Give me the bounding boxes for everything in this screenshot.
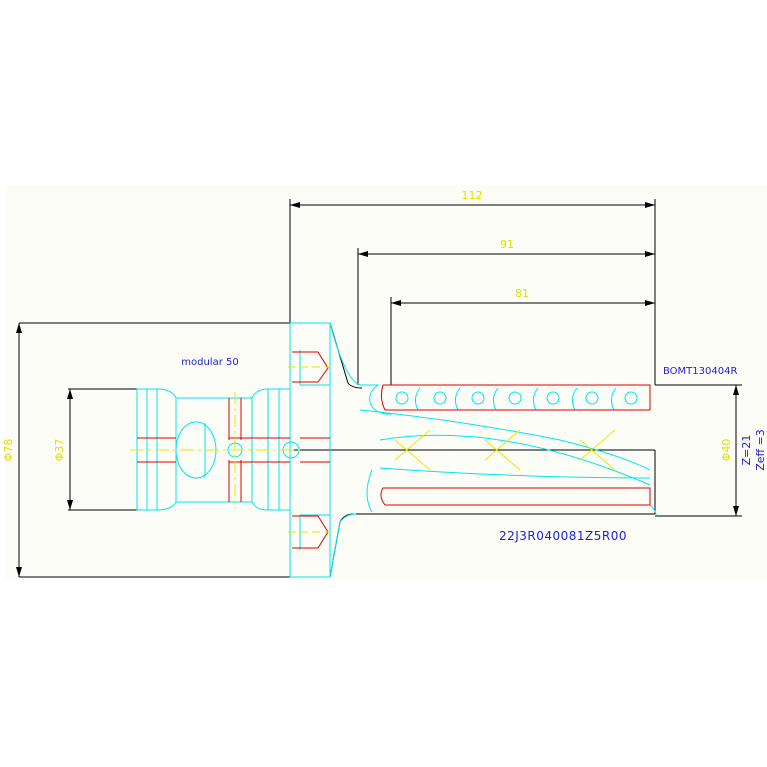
dim-cutting-diameter: Φ40 — [720, 439, 733, 462]
neck-top-curve — [329, 322, 363, 389]
teeth-count-label: Z=21 — [740, 435, 753, 466]
adapter-label: modular 50 — [181, 357, 238, 368]
effective-teeth-label: Zeff =3 — [754, 429, 767, 471]
dimension-lines — [16, 199, 742, 577]
dim-length-3: 81 — [515, 287, 529, 300]
inserts-and-threads — [137, 351, 651, 549]
annotations: 112 91 81 Φ78 Φ37 Φ40 modular 50 BOMT130… — [2, 189, 767, 543]
dim-length-2: 91 — [500, 238, 514, 251]
paper-background — [5, 185, 767, 580]
center-lines — [130, 366, 616, 533]
tool-code-label: 22J3R040081Z5R00 — [499, 529, 627, 543]
dim-shank-diameter: Φ78 — [2, 439, 15, 462]
dim-inner-diameter: Φ37 — [53, 439, 66, 462]
dim-overall-length: 112 — [462, 189, 483, 202]
insert-code-label: BOMT130404R — [663, 366, 737, 377]
